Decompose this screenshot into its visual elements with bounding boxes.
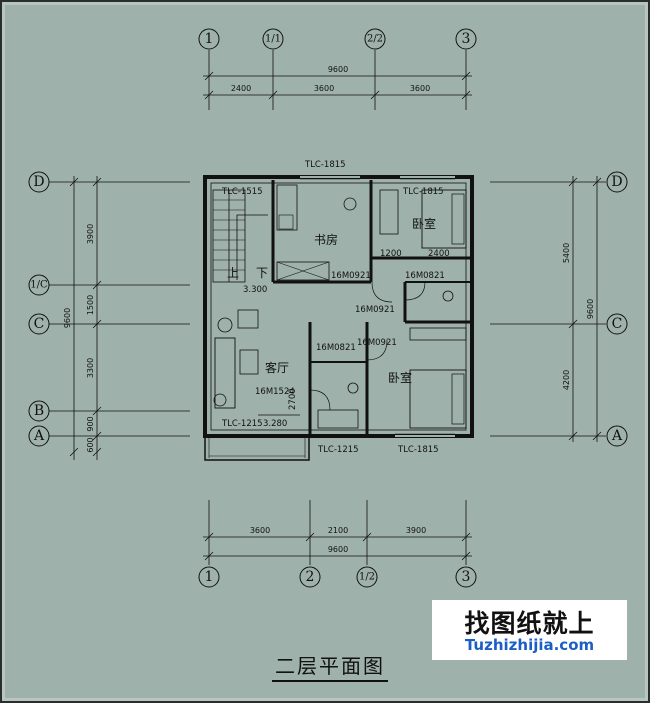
dim-right-total: 9600 bbox=[586, 299, 595, 319]
room-bedroom-se: 卧室 bbox=[388, 370, 412, 385]
room-study: 书房 bbox=[314, 232, 338, 247]
axis-left-b: B bbox=[34, 403, 44, 419]
room-living: 客厅 bbox=[265, 360, 289, 375]
axis-bottom-1-2: 1/2 bbox=[359, 572, 375, 583]
dim-bottom-total: 9600 bbox=[328, 545, 348, 554]
label-dim-2700: 2700 bbox=[288, 388, 298, 410]
dim-bottom-seg-1: 3600 bbox=[250, 526, 270, 535]
label-dim-1200: 1200 bbox=[380, 249, 402, 259]
label-door-wc-s: 16M0821 bbox=[316, 343, 356, 353]
axis-top-1-1: 1/1 bbox=[265, 34, 281, 45]
dim-right-seg-1: 5400 bbox=[562, 243, 571, 263]
dim-right-seg-2: 4200 bbox=[562, 370, 571, 390]
label-win-bottom-mid: TLC-1215 bbox=[317, 445, 359, 455]
dim-left-seg-3: 3300 bbox=[86, 358, 95, 378]
label-win-tr: TLC-1815 bbox=[402, 187, 444, 197]
room-bedroom-ne: 卧室 bbox=[412, 216, 436, 231]
label-door-bed-se: 16M0921 bbox=[357, 338, 397, 348]
dim-left-total: 9600 bbox=[63, 308, 72, 328]
plan-title-underline bbox=[272, 680, 388, 682]
axis-bottom-2: 2 bbox=[306, 569, 315, 585]
watermark-chinese: 找图纸就上 bbox=[464, 609, 595, 638]
label-win-top: TLC-1815 bbox=[304, 160, 346, 170]
axis-top-2-2: 2/2 bbox=[367, 34, 383, 45]
label-door-living: 16M1524 bbox=[255, 387, 295, 397]
dim-bottom-seg-3: 3900 bbox=[406, 526, 426, 535]
watermark-badge: 找图纸就上 Tuzhizhijia.com bbox=[432, 600, 627, 660]
axis-left-1-c: 1/C bbox=[30, 280, 48, 291]
dim-left-seg-5: 600 bbox=[86, 437, 95, 452]
label-win-balcony: TLC-1215 bbox=[221, 419, 263, 429]
label-win-tl: TLC-1515 bbox=[221, 187, 263, 197]
axis-left-a: A bbox=[33, 428, 45, 444]
label-win-bottom-right: TLC-1815 bbox=[397, 445, 439, 455]
dim-left-seg-2: 1500 bbox=[86, 295, 95, 315]
axis-bottom-1: 1 bbox=[205, 569, 214, 585]
axis-right-d: D bbox=[611, 174, 622, 190]
dim-top-seg-2: 3600 bbox=[314, 84, 334, 93]
axis-right-c: C bbox=[612, 316, 623, 332]
dim-top-total: 9600 bbox=[328, 65, 348, 74]
dim-top-seg-3: 3600 bbox=[410, 84, 430, 93]
label-door-bed-ne: 16M0921 bbox=[355, 305, 395, 315]
label-level-1: 3.300 bbox=[243, 285, 267, 295]
watermark-url: Tuzhizhijia.com bbox=[464, 636, 595, 654]
axis-left-c: C bbox=[34, 316, 45, 332]
axis-top-3: 3 bbox=[462, 31, 471, 47]
axis-top-1: 1 bbox=[205, 31, 214, 47]
dim-left-seg-1: 3900 bbox=[86, 224, 95, 244]
dim-top-seg-1: 2400 bbox=[231, 84, 251, 93]
axis-bottom-3: 3 bbox=[462, 569, 471, 585]
dim-bottom-seg-2: 2100 bbox=[328, 526, 348, 535]
label-door-wc-n: 16M0821 bbox=[405, 271, 445, 281]
stair-down-label: 下 bbox=[256, 266, 268, 280]
label-level-2: 3.280 bbox=[263, 419, 287, 429]
label-dim-2400: 2400 bbox=[428, 249, 450, 259]
plan-title: 二层平面图 bbox=[275, 654, 385, 678]
label-door-study: 16M0921 bbox=[331, 271, 371, 281]
stair-up-label: 上 bbox=[227, 266, 239, 280]
axis-right-a: A bbox=[611, 428, 623, 444]
axis-left-d: D bbox=[33, 174, 44, 190]
dim-left-seg-4: 900 bbox=[86, 416, 95, 431]
